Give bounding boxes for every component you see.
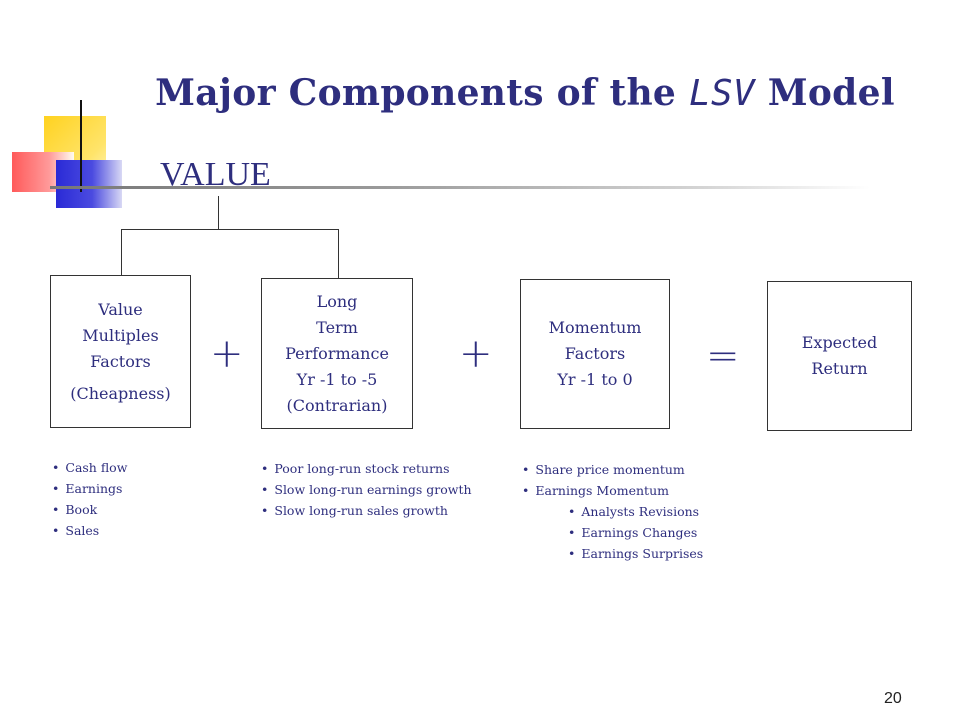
long-term-list: Poor long-run stock returns Slow long-ru… [261,458,472,521]
list-item: Poor long-run stock returns [261,458,472,479]
list-item: Earnings Momentum [522,480,703,501]
title-lsv: LSV [688,73,755,114]
connector-left-drop [121,229,122,276]
connector-right-drop [338,229,339,279]
box-momentum-factors: Momentum Factors Yr -1 to 0 [520,279,670,429]
slide-title: Major Components of the LSV Model [155,72,895,114]
slide-subtitle: VALUE [160,156,271,193]
box-long-term-performance: Long Term Performance Yr -1 to -5 (Contr… [261,278,413,429]
box-line: Factors [90,351,151,371]
list-item: Cash flow [52,457,127,478]
page-number: 20 [884,690,902,707]
connector-stem [218,196,219,230]
list-item: Share price momentum [522,459,703,480]
box-line: Term [316,317,358,337]
decor-square-blue [56,160,122,208]
box-line: Value [98,299,143,319]
list-subitem: Analysts Revisions [522,501,703,522]
list-item: Slow long-run earnings growth [261,479,471,500]
box-line: Return [811,359,868,378]
title-underline [50,186,870,189]
box-line: Expected [801,333,878,352]
box-expected-return: Expected Return [767,281,912,431]
connector-bar [121,229,339,230]
decor-vertical-line [80,100,82,192]
box-line: Yr -1 to 0 [557,370,633,389]
box-note: (Cheapness) [70,383,171,403]
momentum-list: Share price momentum Earnings Momentum A… [522,459,703,564]
box-line: Factors [564,344,626,363]
box-line: Multiples [82,325,159,345]
box-line: Performance [285,343,389,363]
value-factors-list: Cash flow Earnings Book Sales [52,457,127,541]
list-item: Earnings [52,478,127,499]
list-item: Slow long-run sales growth [261,500,472,521]
list-subitem: Earnings Surprises [522,543,703,564]
equals-operator: = [706,333,740,379]
list-item: Book [52,499,127,520]
box-value-multiples: Value Multiples Factors (Cheapness) [50,275,191,428]
list-subitem: Earnings Changes [522,522,703,543]
box-line: (Contrarian) [286,395,388,415]
box-line: Yr -1 to -5 [296,369,378,389]
plus-operator-1: + [210,331,244,377]
box-line: Long [316,291,358,311]
plus-operator-2: + [459,331,493,377]
box-line: Momentum [548,318,642,337]
list-item: Sales [52,520,127,541]
